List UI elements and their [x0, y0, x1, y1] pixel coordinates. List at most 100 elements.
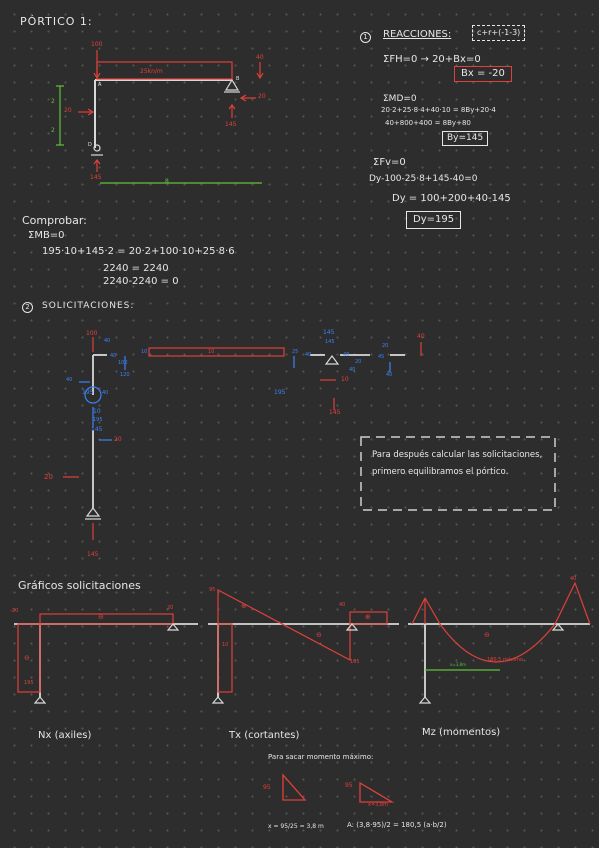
reaction-eq7: Dy = 100+200+40-145 [392, 193, 511, 204]
sol-blue-label-8: 25 [292, 349, 299, 355]
formula-x: x = 95/25 = 3,8 m [268, 823, 324, 830]
section1-number: 1 [360, 32, 371, 43]
sol-red-label-3: 20 [44, 473, 53, 481]
reactions-header: REACCIONES: [383, 29, 452, 40]
sol-red-label-5: 20 [114, 436, 122, 443]
dim-vertical-2: 2 [51, 127, 55, 134]
sol-blue-label-7: 10 [93, 408, 101, 415]
tx-val-4: 105 [350, 659, 360, 665]
sol-blue-label-12: 40 [343, 352, 350, 358]
tx-label: Tx (cortantes) [229, 730, 300, 741]
mz-val-3: x=3,8m [450, 662, 466, 667]
react-left-v-label: 145 [90, 174, 102, 181]
mz-sign-1: ⊖ [484, 631, 490, 639]
reaction-by-result: By=145 [442, 131, 489, 146]
sol-blue-label-19: 20 [355, 359, 362, 365]
nx-graph [14, 613, 198, 704]
sol-blue-label-4: 120 [120, 372, 130, 378]
tx-sign-2: ⊕ [365, 613, 371, 621]
graphs-title: Gráficos solicitaciones [18, 579, 141, 592]
reaction-dy-result: Dy=195 [406, 211, 462, 229]
nx-label: Nx (axiles) [38, 730, 92, 741]
sol-blue-label-20: 145 [325, 339, 335, 345]
sol-blue-label-16: 40 [102, 390, 109, 396]
reaction-eq2: ΣMD=0 [383, 94, 417, 104]
sol-blue-label-5: 40 [66, 377, 73, 383]
tx-val-3: 40 [339, 602, 346, 608]
nx-val-3: 195 [24, 680, 34, 686]
nx-sign-2: ⊖ [24, 654, 30, 662]
sol-blue-label-2: 40 [104, 338, 111, 344]
sol-blue-label-13: 40 [349, 367, 356, 373]
sol-red-label-6: 145 [87, 551, 99, 558]
reaction-eq5: ΣFv=0 [373, 157, 406, 168]
sol-red-label-2: 40 [417, 333, 425, 340]
react-right-v-label: 145 [225, 121, 237, 128]
sol-red-label-7: 10 [341, 376, 349, 383]
tx-val-2: 10 [222, 642, 229, 648]
sol-blue-label-11: 145 [323, 329, 335, 336]
check-eq3: 2240 = 2240 [103, 263, 169, 274]
tx-sign-1: ⊕ [241, 602, 247, 610]
distributed-load-label: 25kn/m [140, 68, 163, 75]
mz-val-1: 40 [570, 576, 577, 582]
dim-vertical-1: 2 [51, 98, 55, 105]
sol-red-label-1: 100 [86, 330, 98, 337]
sol-blue-label-3: 40 [110, 353, 117, 359]
sol-blue-label-17: 20 [382, 343, 389, 349]
mz-graph [408, 581, 591, 704]
tx-val-1: 95 [209, 587, 216, 593]
h-force-label: 20 [64, 107, 72, 114]
check-eq2: 195·10+145·2 = 20·2+100·10+25·8·6 [42, 246, 235, 257]
sol-blue-label-21: 40 [386, 372, 393, 378]
reaction-eq1: ΣFH=0 → 20+Bx=0 [383, 54, 481, 65]
portico-diagram [56, 50, 264, 184]
nx-val-1: -20 [10, 608, 19, 614]
section2-number: 2 [22, 302, 33, 313]
sol-red-label-4: 145 [329, 409, 341, 416]
gh-formula: c+r+(-1-3) [472, 25, 526, 41]
load-top-label: 100 [91, 41, 103, 48]
sol-blue-label-10: 40 [305, 352, 312, 358]
reaction-bx-result: Bx = -20 [454, 66, 512, 82]
note-box [360, 436, 556, 511]
portico-title: PÓRTICO 1: [20, 15, 93, 28]
sol-blue-label-1: 195 [82, 389, 94, 396]
check-eq1: ΣMB=0 [28, 230, 65, 241]
formula-area: A: (3,8·95)/2 = 180,5 (a·b/2) [347, 821, 447, 829]
max-moment-title: Para sacar momento máximo: [268, 753, 374, 761]
react-right-h-label: 20 [258, 93, 266, 100]
sol-blue-label-18: 195 [93, 417, 103, 423]
reaction-eq4: 40+800+400 = 8By+80 [385, 119, 471, 127]
solicitations-diagram [63, 337, 422, 540]
load-right-label: 40 [256, 54, 264, 61]
mz-val-2: 180,5 máximo [487, 657, 524, 663]
check-title: Comprobar: [22, 214, 87, 227]
note-text: Para después calcular las solicitaciones… [372, 450, 543, 477]
tx-graph [208, 589, 399, 704]
sol-blue-label-6: 10 [141, 349, 148, 355]
reaction-eq6: Dy-100-25·8+145-40=0 [369, 174, 478, 184]
sol-red-label-8: 10 [208, 349, 215, 355]
dim-horizontal: 8 [165, 178, 169, 185]
tri2-base: x=3,8m [368, 802, 388, 808]
sol-blue-label-9: 195 [274, 389, 286, 396]
tri2-value: 95 [345, 782, 353, 789]
check-eq4: 2240-2240 = 0 [103, 276, 179, 287]
sol-blue-label-22: 45 [378, 354, 385, 360]
solicitations-header: SOLICITACIONES: [42, 301, 135, 311]
nx-sign-1: ⊖ [98, 613, 104, 621]
sol-blue-label-14: 145 [91, 426, 103, 433]
max-moment-triangles [282, 773, 395, 803]
sol-blue-label-15: 100 [118, 360, 128, 366]
mz-label: Mz (momentos) [422, 727, 501, 738]
tri1-value: 95 [263, 784, 271, 791]
node-d-label: D [88, 142, 92, 148]
tx-sign-3: ⊖ [316, 631, 322, 639]
node-a-label: A [98, 82, 102, 88]
node-b-label: B [236, 76, 240, 82]
reaction-eq3: 20·2+25·8·4+40·10 = 8By+20·4 [381, 106, 496, 114]
nx-val-2: 20 [167, 605, 174, 611]
